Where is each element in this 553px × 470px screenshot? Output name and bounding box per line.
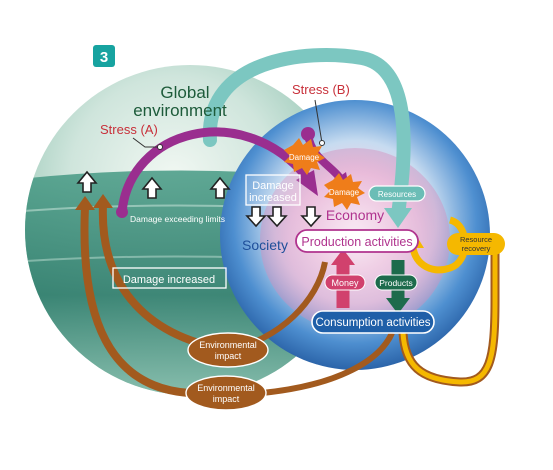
figure-number: 3 [100,49,108,66]
global-environment-title-line2: environment [133,101,227,120]
damage-increased-bottom-box [112,267,227,289]
stress-b-origin [301,127,315,141]
resources-arrowhead [384,208,412,228]
resource-recovery-line [400,245,498,385]
damage-increased-top-line1: Damage [252,180,294,192]
production-activities-label: Production activities [301,235,412,249]
damage-burst-1 [284,138,325,175]
resource-recovery-loop [409,216,469,274]
damage-increased-bottom-label: Damage increased [123,274,215,286]
society-label: Society [242,237,288,253]
environmental-impact-2-line2: impact [213,394,240,404]
damage-exceeding-limits-label: Damage exceeding limits [130,214,225,224]
damage-increased-top-line2: increased [249,192,297,204]
consumption-activities-box [311,310,435,334]
down-arrow-2 [266,206,288,228]
money-arrowhead [331,249,355,265]
production-activities-box [295,229,419,253]
environmental-impact-2-oval [185,375,267,411]
figure-number-badge [93,45,115,67]
stress-a-pointer-dot [157,144,163,150]
stress-a-origin [116,206,128,218]
products-box [374,274,418,291]
global-environment-title-line1: Global [160,83,209,102]
money-box [324,274,366,291]
down-arrow-3 [300,206,322,228]
stress-a-arrowhead [296,170,318,196]
up-arrow-2 [141,176,163,199]
impact-link-consumption [261,331,395,396]
down-arrows [245,206,322,228]
stress-b-pointer-dot [319,140,325,146]
stress-a-pointer [132,137,160,148]
resource-recovery-box [447,233,505,255]
consumption-activities-label: Consumption activities [315,317,430,329]
down-arrow-1 [245,206,267,228]
stress-a-arrow [117,127,310,217]
economy-label: Economy [326,207,384,223]
environmental-impact-1-line1: Environmental [199,340,257,350]
products-label: Products [379,278,413,288]
environmental-impact-2-arrowhead [75,196,95,210]
damage-label-2: Damage [329,188,360,197]
environmental-impact-1-arrowhead [93,194,113,208]
environmental-impact-2-line1: Environmental [197,383,255,393]
damage-label-1: Damage [289,153,320,162]
resource-recovery-line2: recovery [462,244,491,253]
resources-label: Resources [378,190,416,199]
resources-box [368,185,426,202]
environmental-impact-2-arrow [80,206,191,397]
resources-flow-arrow [202,48,411,222]
up-arrow-1 [76,170,98,193]
up-arrow-3 [209,176,231,199]
damage-burst-2 [324,173,365,210]
stress-b-pointer [314,99,323,144]
products-arrowhead [386,298,410,314]
up-arrows [76,170,231,199]
money-label: Money [331,278,359,288]
stress-a-label: Stress (A) [100,122,158,137]
damage-increased-top-box [245,174,301,206]
environmental-impact-1-oval [187,332,269,368]
resource-recovery-line1: Resource [460,235,492,244]
stress-b-label: Stress (B) [292,82,350,97]
environmental-impact-1-line2: impact [215,351,242,361]
